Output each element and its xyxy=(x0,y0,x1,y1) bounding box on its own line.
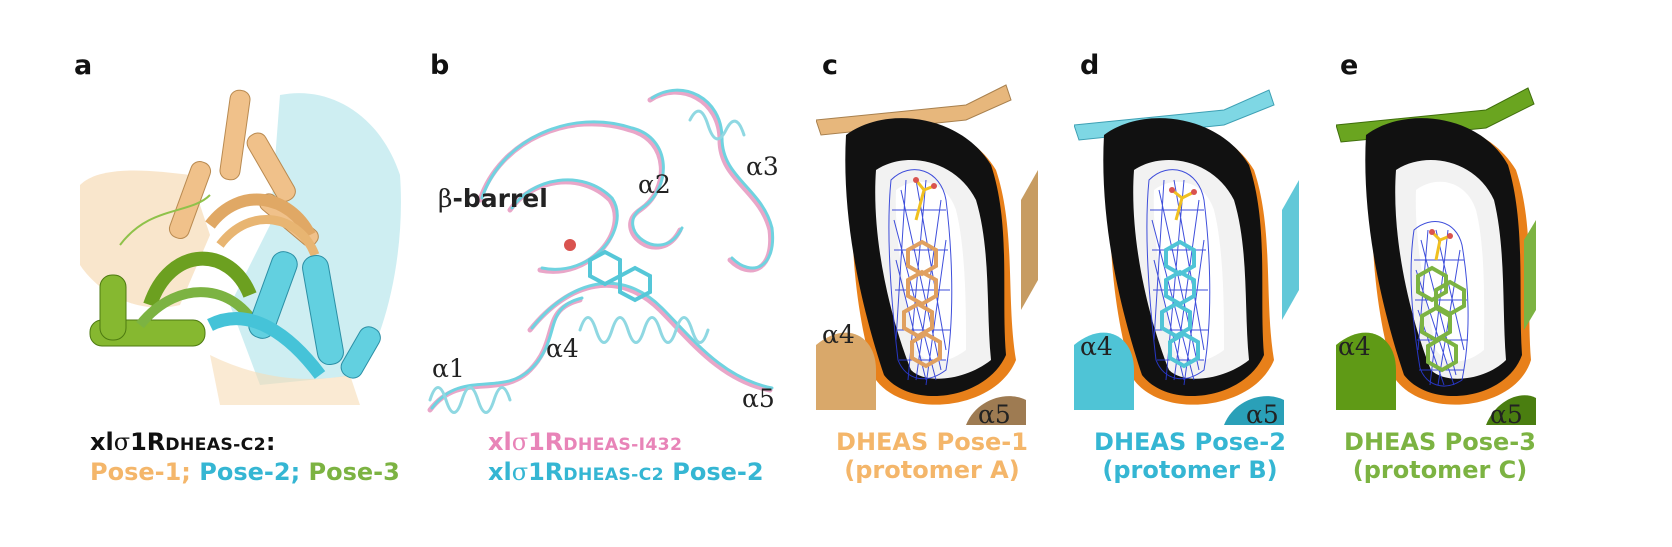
panel-b-alpha1-label: α1 xyxy=(432,354,465,383)
caption-xl: xl xyxy=(488,428,512,456)
caption-sigma: σ xyxy=(511,458,529,486)
caption-title: DHEAS Pose-1 xyxy=(836,428,1028,456)
panel-b-alpha4-label: α4 xyxy=(546,334,579,363)
caption-subscript: DHEAS-I432 xyxy=(563,435,683,455)
barrel-text: -barrel xyxy=(452,184,548,213)
panel-c-caption: DHEAS Pose-1 (protomer A) xyxy=(826,428,1038,485)
panel-d-caption: DHEAS Pose-2 (protomer B) xyxy=(1080,428,1300,485)
panel-a-caption-line1: xlσ1RDHEAS-C2: xyxy=(90,430,276,454)
panel-letter-c: c xyxy=(822,50,839,81)
panel-e-caption: DHEAS Pose-3 (protomer C) xyxy=(1340,428,1540,485)
panel-d-alpha4-label: α4 xyxy=(1080,332,1113,361)
panel-b-alpha3-label: α3 xyxy=(746,152,779,181)
panel-a-trimer-structure xyxy=(80,89,401,405)
caption-title: DHEAS Pose-2 xyxy=(1094,428,1286,456)
caption-title: DHEAS Pose-3 xyxy=(1344,428,1536,456)
caption-pose1: Pose-1; xyxy=(90,458,191,486)
caption-subscript: DHEAS-C2 xyxy=(563,465,664,485)
caption-sigma: σ xyxy=(511,428,529,456)
panel-letter-b: b xyxy=(430,50,450,81)
panel-d-binding-pocket xyxy=(1074,89,1299,425)
caption-xl: xl xyxy=(488,458,512,486)
panel-b-alpha2-label: α2 xyxy=(638,170,671,199)
panel-b-caption-line2: xlσ1RDHEAS-C2 Pose-2 xyxy=(488,460,764,484)
panel-letter-e: e xyxy=(1340,50,1359,81)
caption-protomer: (protomer A) xyxy=(844,456,1020,485)
panel-e-alpha4-label: α4 xyxy=(1338,332,1371,361)
caption-pose2: Pose-2; xyxy=(199,458,301,486)
panel-c-alpha4-label: α4 xyxy=(822,320,855,349)
caption-1r: 1R xyxy=(130,428,166,456)
caption-1r: 1R xyxy=(528,428,564,456)
panel-b-beta-barrel-label: β-barrel xyxy=(438,186,548,211)
panel-e-alpha5-label: α5 xyxy=(1490,400,1523,429)
caption-pose2: Pose-2 xyxy=(663,458,764,486)
caption-sigma: σ xyxy=(113,428,131,456)
caption-protomer: (protomer C) xyxy=(1352,456,1528,485)
panel-e-binding-pocket xyxy=(1336,87,1536,425)
panel-b-overlay-ribbon xyxy=(427,88,775,414)
caption-pose3: Pose-3 xyxy=(308,458,400,486)
panel-c-binding-pocket xyxy=(816,84,1038,425)
panel-b-alpha5-label: α5 xyxy=(742,384,775,413)
panel-c-alpha5-label: α5 xyxy=(978,400,1011,429)
panel-letter-a: a xyxy=(74,50,93,81)
panel-letter-d: d xyxy=(1080,50,1100,81)
panel-d-alpha5-label: α5 xyxy=(1246,400,1279,429)
beta-symbol: β xyxy=(438,184,453,213)
caption-colon: : xyxy=(265,428,276,456)
caption-1r: 1R xyxy=(528,458,564,486)
panel-a-caption-line2: Pose-1; Pose-2; Pose-3 xyxy=(90,460,400,484)
caption-subscript: DHEAS-C2 xyxy=(165,435,266,455)
caption-protomer: (protomer B) xyxy=(1102,456,1278,485)
panel-b-caption-line1: xlσ1RDHEAS-I432 xyxy=(488,430,682,454)
caption-xl: xl xyxy=(90,428,114,456)
